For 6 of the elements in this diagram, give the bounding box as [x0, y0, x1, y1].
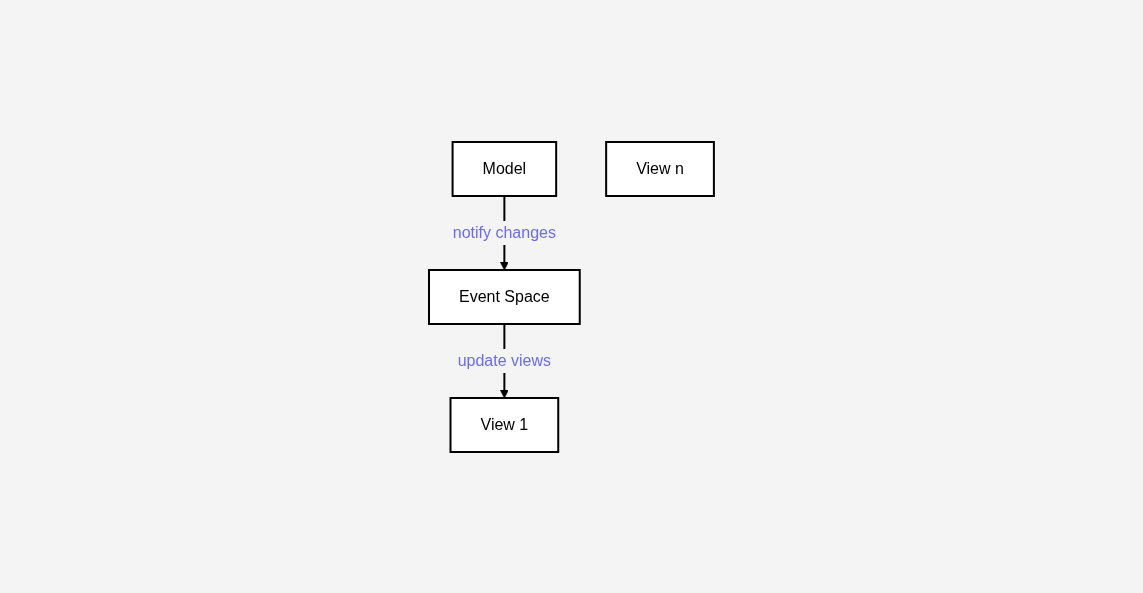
edge-label: notify changes	[452, 223, 557, 241]
node-box: Event Space	[428, 268, 581, 325]
edge-label: update views	[457, 351, 552, 369]
node-box: Model	[451, 140, 558, 197]
node-box: View 1	[449, 396, 560, 453]
node-box: View n	[605, 140, 715, 197]
